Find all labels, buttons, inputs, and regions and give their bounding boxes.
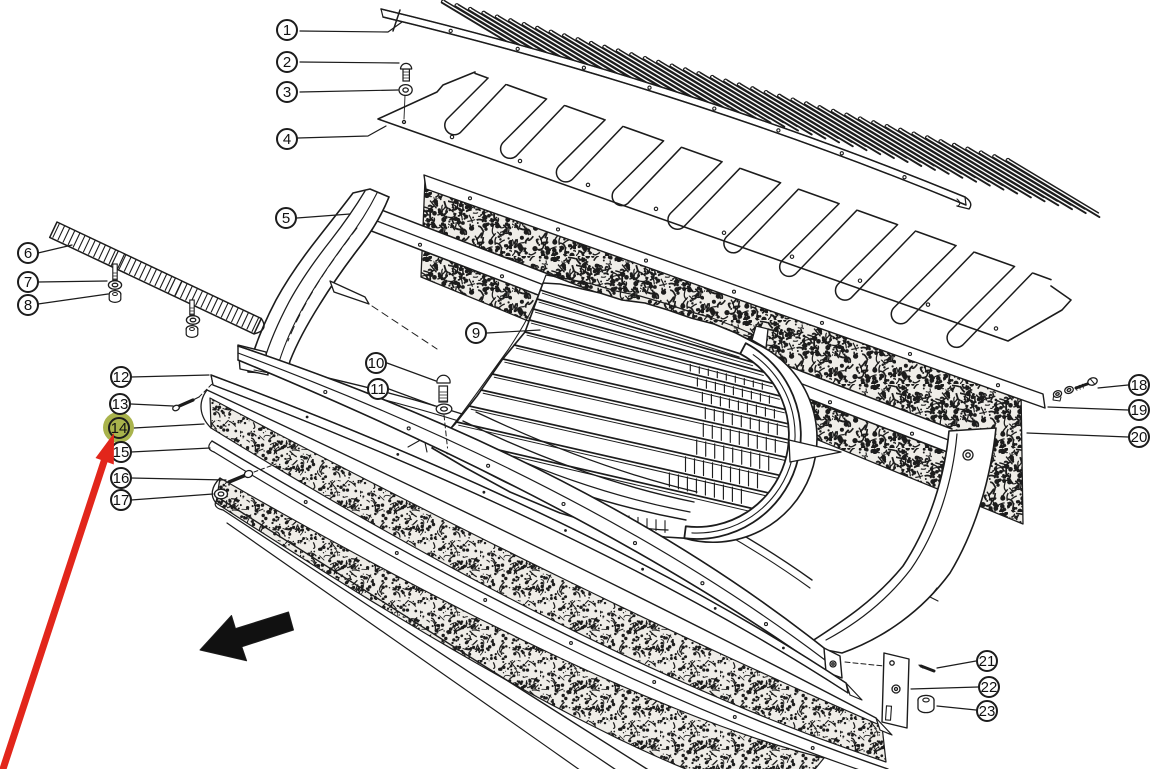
svg-text:5: 5	[282, 210, 290, 227]
svg-text:10: 10	[368, 355, 385, 372]
svg-text:21: 21	[979, 653, 996, 670]
svg-text:13: 13	[112, 396, 129, 413]
svg-text:17: 17	[113, 492, 130, 509]
svg-text:20: 20	[1131, 429, 1148, 446]
svg-text:14: 14	[111, 420, 128, 437]
svg-text:15: 15	[113, 444, 130, 461]
svg-text:11: 11	[370, 381, 386, 398]
svg-text:22: 22	[981, 679, 998, 696]
svg-text:23: 23	[979, 703, 996, 720]
svg-text:6: 6	[24, 245, 32, 262]
svg-text:18: 18	[1131, 377, 1148, 394]
svg-text:3: 3	[283, 84, 291, 101]
svg-text:12: 12	[113, 369, 130, 386]
svg-text:2: 2	[283, 54, 291, 71]
svg-text:1: 1	[283, 22, 291, 39]
svg-text:16: 16	[113, 470, 130, 487]
svg-text:9: 9	[472, 325, 480, 342]
svg-text:4: 4	[283, 131, 291, 148]
svg-text:19: 19	[1131, 402, 1148, 419]
svg-text:8: 8	[24, 297, 32, 314]
svg-text:7: 7	[24, 274, 32, 291]
